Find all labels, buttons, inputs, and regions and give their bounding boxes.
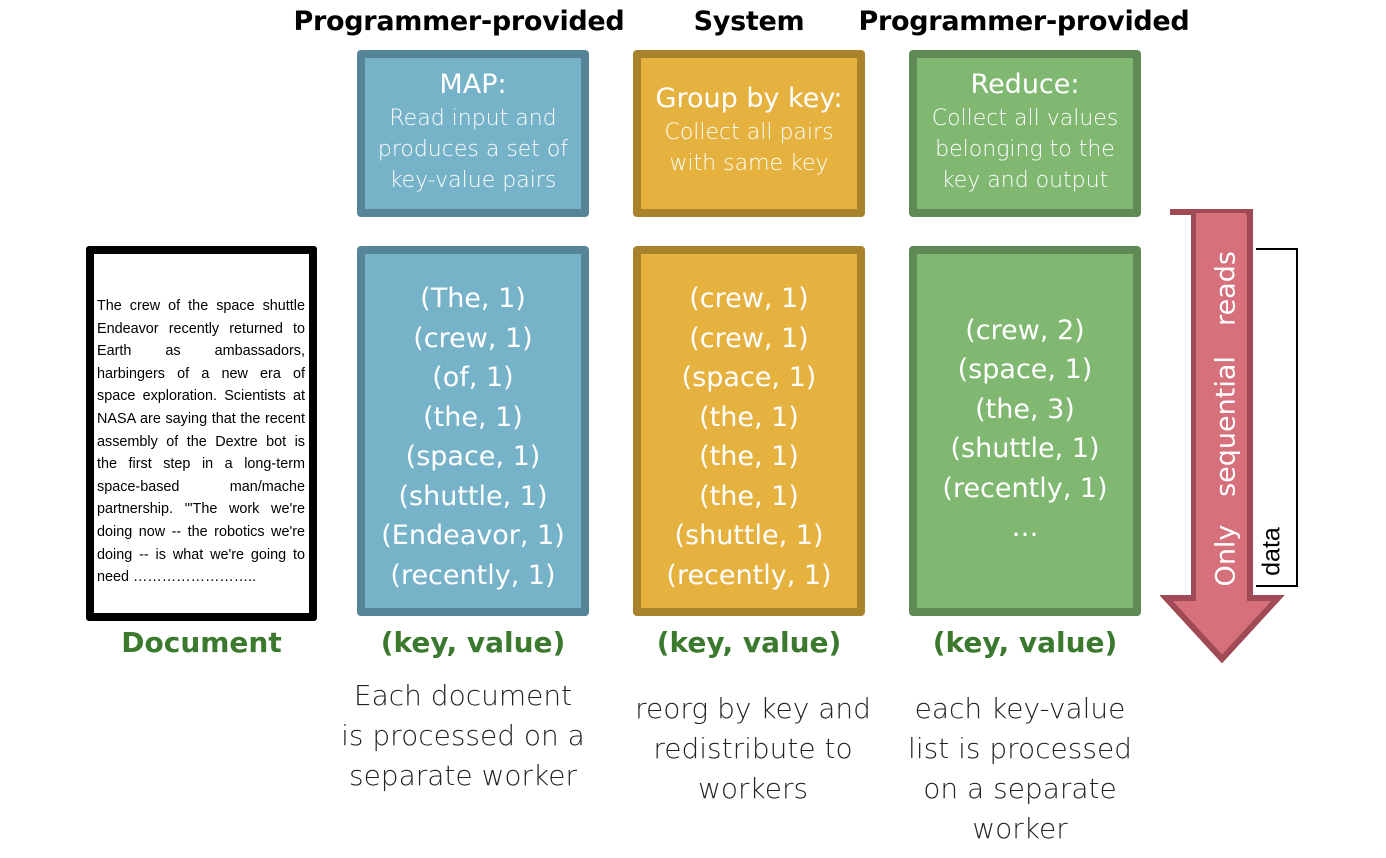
map-caption-line-3: separate worker	[348, 759, 578, 792]
document-box: The crew of the space shuttle Endeavor r…	[86, 246, 317, 621]
map-pair: (space, 1)	[405, 441, 541, 472]
reduce-desc-2: belonging to the	[935, 137, 1115, 162]
reduce-kv-label: (key, value)	[932, 626, 1118, 659]
reduce-caption-line-4: worker	[972, 812, 1068, 845]
header-group: System	[693, 6, 805, 37]
group-caption-line-1: reorg by key and	[635, 692, 871, 725]
map-title: MAP:	[439, 69, 507, 100]
group-caption-line-3: workers	[697, 772, 809, 805]
arrow-word-reads: reads	[1210, 251, 1242, 326]
reduce-pair: (shuttle, 1)	[950, 433, 1100, 464]
reduce-box: Reduce: Collect all values belonging to …	[909, 50, 1141, 217]
group-pairs-box: (crew, 1) (crew, 1) (space, 1) (the, 1) (the…	[633, 246, 865, 616]
map-box: MAP: Read input and produces a set of ke…	[357, 50, 589, 217]
group-pair: (recently, 1)	[666, 559, 832, 591]
data-bracket	[1256, 248, 1298, 587]
map-pair: (recently, 1)	[390, 559, 556, 591]
reduce-pairs-box: (crew, 2) (space, 1) (the, 3) (shuttle, 1) (…	[909, 246, 1141, 616]
map-desc-3: key-value pairs	[389, 168, 557, 193]
reduce-caption: each key-value list is processed on a se…	[880, 689, 1160, 849]
arrow-shaft	[1196, 213, 1246, 601]
arrow-word-only: Only	[1210, 524, 1242, 587]
down-arrow	[1160, 209, 1298, 664]
group-box: Group by key: Collect all pairs with sam…	[633, 50, 865, 217]
document-label: Document	[121, 626, 282, 659]
group-pair: (the, 1)	[699, 401, 799, 433]
reduce-caption-line-1: each key-value	[914, 692, 1126, 725]
map-caption: Each document is processed on a separate…	[323, 676, 603, 796]
header-reduce: Programmer-provided	[858, 6, 1190, 37]
map-pair: (crew, 1)	[413, 322, 533, 354]
map-pairs-box: (The, 1) (crew, 1) (of, 1) (the, 1) (space, …	[357, 246, 589, 616]
group-pair: (crew, 1)	[689, 322, 809, 354]
map-desc-2: produces a set of	[377, 137, 569, 162]
group-desc-2: with same key	[669, 150, 829, 176]
map-desc-1: Read input and	[389, 106, 557, 131]
group-pair: (space, 1)	[681, 362, 817, 393]
reduce-title: Reduce:	[970, 69, 1080, 100]
group-pair: (shuttle, 1)	[674, 520, 824, 551]
reduce-pair: (crew, 2)	[965, 314, 1085, 346]
group-kv-label: (key, value)	[656, 626, 842, 659]
reduce-caption-line-2: list is processed	[908, 732, 1132, 765]
reduce-pair: …	[1011, 512, 1039, 543]
arrow-word-sequential: sequential	[1210, 356, 1242, 497]
group-pair: (the, 1)	[699, 441, 799, 472]
map-caption-line-1: Each document	[353, 679, 573, 712]
map-pair: (Endeavor, 1)	[381, 520, 565, 551]
reduce-caption-line-3: on a separate	[923, 772, 1117, 805]
reduce-pair: (recently, 1)	[942, 472, 1108, 504]
reduce-desc-1: Collect all values	[931, 106, 1119, 131]
group-title: Group by key:	[655, 82, 843, 114]
map-pair: (of, 1)	[432, 362, 514, 393]
group-pair: (the, 1)	[699, 480, 799, 512]
map-pair: (the, 1)	[423, 401, 523, 433]
reduce-pair: (space, 1)	[957, 354, 1093, 385]
reduce-desc-3: key and output	[941, 168, 1109, 193]
group-pair: (crew, 1)	[689, 283, 809, 314]
group-pairs-list: (crew, 1) (crew, 1) (space, 1) (the, 1) (the…	[666, 279, 831, 595]
map-pair: (shuttle, 1)	[398, 480, 548, 512]
group-caption-line-2: redistribute to	[653, 732, 853, 765]
header-map: Programmer-provided	[293, 6, 625, 37]
map-kv-label: (key, value)	[380, 626, 566, 659]
reduce-pairs-list: (crew, 2) (space, 1) (the, 3) (shuttle, 1) (…	[942, 311, 1107, 548]
bracket-label-data: data	[1257, 527, 1286, 576]
map-pair: (The, 1)	[420, 283, 526, 314]
group-desc-1: Collect all pairs	[664, 119, 834, 145]
group-caption: reorg by key and redistribute to workers	[613, 689, 893, 809]
reduce-pair: (the, 3)	[975, 393, 1075, 425]
map-caption-line-2: is processed on a	[341, 719, 585, 752]
document-text: The crew of the space shuttle Endeavor r…	[97, 298, 305, 586]
map-pairs-list: (The, 1) (crew, 1) (of, 1) (the, 1) (space, …	[381, 279, 564, 595]
